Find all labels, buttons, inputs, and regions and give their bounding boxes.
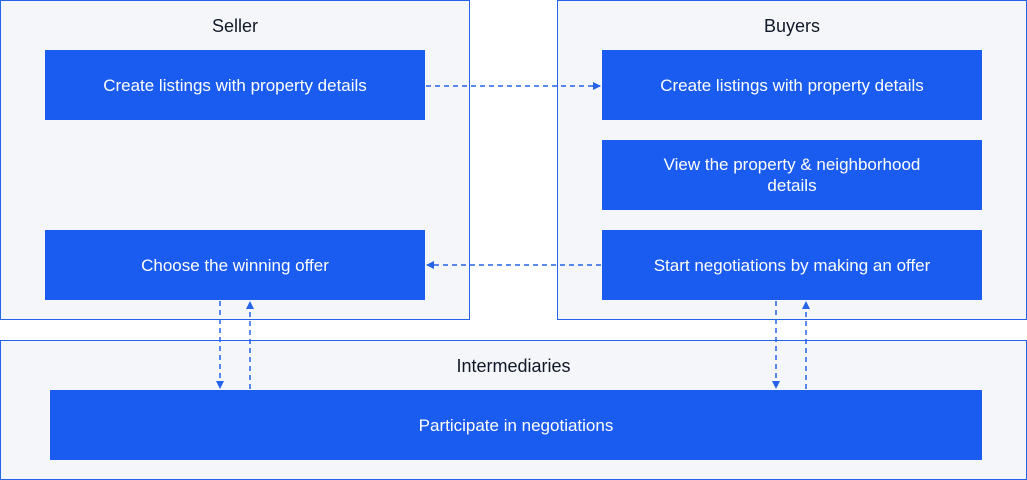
seller-choose-offer-box: Choose the winning offer	[45, 230, 425, 300]
seller-lane-title: Seller	[211, 16, 259, 36]
buyers-start-negotiations-box: Start negotiations by making an offer	[602, 230, 982, 300]
buyers-lane-title: Buyers	[763, 16, 821, 36]
buyers-view-details-box: View the property & neighborhood details	[602, 140, 982, 210]
intermediaries-lane-title: Intermediaries	[456, 356, 571, 376]
intermediaries-participate-box: Participate in negotiations	[50, 390, 982, 460]
seller-create-listings-box: Create listings with property details	[45, 50, 425, 120]
buyers-create-listings-box: Create listings with property details	[602, 50, 982, 120]
